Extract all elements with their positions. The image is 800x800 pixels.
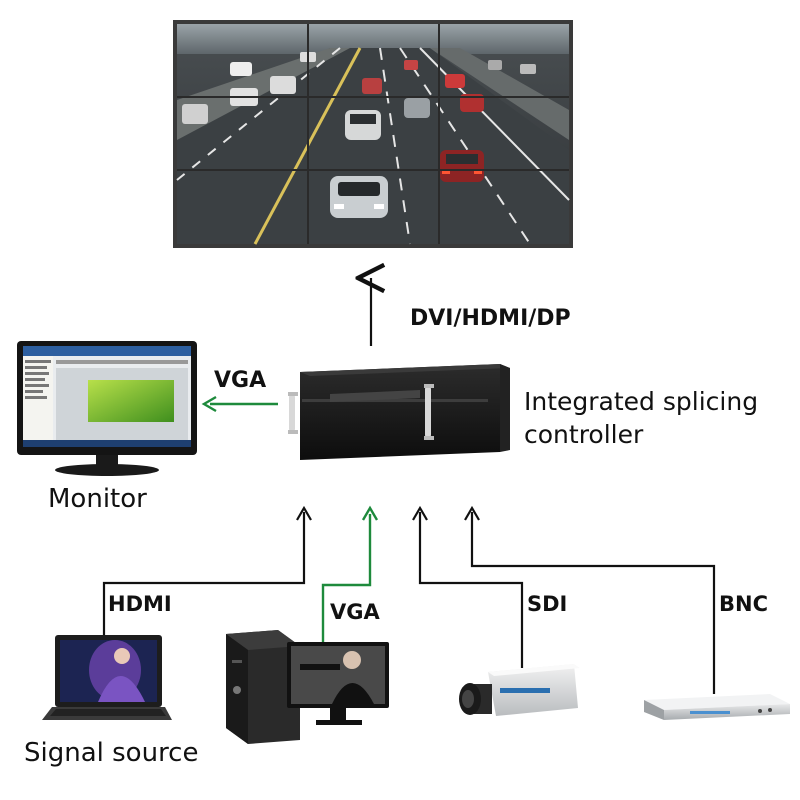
splicing-controller-icon bbox=[288, 364, 510, 460]
pc-vga-label: VGA bbox=[330, 600, 380, 624]
hdmi-link-line bbox=[102, 505, 312, 635]
sdi-link-line bbox=[412, 505, 524, 668]
output-link-label: DVI/HDMI/DP bbox=[410, 306, 571, 331]
bnc-label: BNC bbox=[719, 592, 768, 616]
sdi-label: SDI bbox=[527, 592, 568, 616]
controller-caption-line2: controller bbox=[524, 420, 644, 449]
controller-caption: Integrated splicing controller bbox=[524, 385, 784, 451]
dvd-player-icon bbox=[644, 694, 790, 720]
monitor-caption: Monitor bbox=[48, 484, 147, 514]
signal-source-caption: Signal source bbox=[24, 738, 199, 768]
laptop-icon bbox=[42, 635, 172, 720]
video-wall-icon bbox=[173, 20, 573, 248]
bnc-link-line bbox=[464, 505, 716, 694]
pc-vga-link-line bbox=[321, 505, 379, 642]
monitor-vga-link bbox=[201, 395, 278, 413]
desktop-pc-icon bbox=[226, 630, 389, 744]
cctv-camera-icon bbox=[459, 664, 580, 716]
monitor-icon bbox=[17, 341, 197, 476]
hdmi-label: HDMI bbox=[108, 592, 172, 616]
controller-caption-line1: Integrated splicing bbox=[524, 387, 759, 416]
monitor-vga-label: VGA bbox=[214, 368, 267, 393]
